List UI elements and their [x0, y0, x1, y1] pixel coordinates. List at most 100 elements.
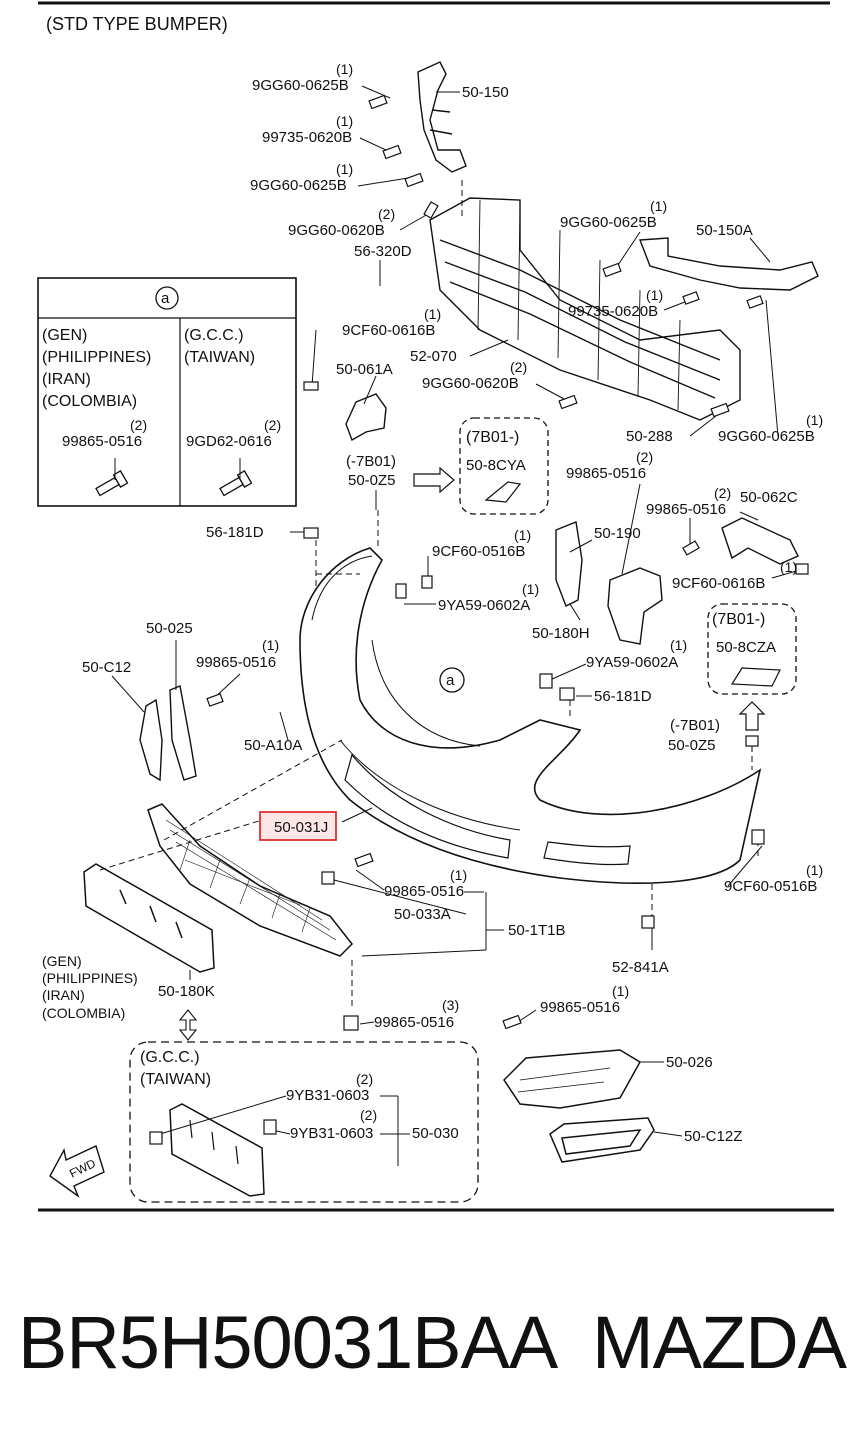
footer-brand: MAZDA [592, 1301, 847, 1384]
box-left-part: 99865-0516 [62, 433, 142, 450]
callout-part: 9GG60-0625B [252, 77, 349, 94]
bracket-50-150 [417, 61, 467, 173]
callout-qty: (1) [780, 559, 797, 575]
market-box-symbol: a [161, 290, 170, 307]
side-cover-50-C12 [139, 698, 163, 782]
callout-part: 56-320D [354, 243, 412, 260]
callout-part: 50-190 [594, 525, 641, 542]
callout-qty: (1) [514, 527, 531, 543]
gcc-market-gcc: (G.C.C.) [140, 1049, 200, 1066]
gcc-box: (G.C.C.) (TAIWAN) [129, 1041, 479, 1203]
callout-qty: (1) [522, 581, 539, 597]
callout-part: 50-0Z5 [668, 737, 716, 754]
callout-qty: (1) [612, 983, 629, 999]
callout-part: (-7B01) [670, 717, 720, 734]
callout-qty: (2) [714, 485, 731, 501]
callout-qty: (2) [378, 206, 395, 222]
callout-labels: (1) 9GG60-0625B 50-150 (1) 99735-0620B (… [82, 61, 823, 1145]
callout-qty: (1) [336, 161, 353, 177]
callout-part: 9GG60-0620B [288, 222, 385, 239]
callout-qty: (2) [636, 449, 653, 465]
callout-qty: (1) [670, 637, 687, 653]
callout-part: 56-181D [206, 524, 264, 541]
gen-note-gen: (GEN) [42, 953, 82, 969]
callout-part: 56-181D [594, 688, 652, 705]
callout-part: 99865-0516 [374, 1014, 454, 1031]
callout-part: 9GG60-0620B [422, 375, 519, 392]
fwd-arrow-icon: FWD [49, 1145, 105, 1198]
callout-part: 50-0Z5 [348, 472, 396, 489]
market-gen: (GEN) [42, 327, 87, 344]
box-right-part: 9GD62-0616 [186, 433, 272, 450]
double-arrow-icon [178, 1009, 198, 1041]
callout-part: 9YB31-0603 [286, 1087, 369, 1104]
callout-part: (-7B01) [346, 453, 396, 470]
callout-qty: (1) [806, 862, 823, 878]
callout-part: 9YB31-0603 [290, 1125, 373, 1142]
bracket-50-180H [555, 521, 583, 607]
gen-note-iran: (IRAN) [42, 987, 85, 1003]
callout-part: 9CF60-0616B [672, 575, 765, 592]
variant-top-header: (7B01-) [466, 429, 519, 446]
callout-part: 50-288 [626, 428, 673, 445]
market-taiwan: (TAIWAN) [184, 349, 255, 366]
callout-part: 9GG60-0625B [718, 428, 815, 445]
gcc-market-taiwan: (TAIWAN) [140, 1071, 211, 1088]
box-left-qty: (2) [130, 417, 147, 433]
callout-part-highlighted: 50-031J [274, 819, 328, 836]
variant-right-part: 50-8CZA [716, 639, 776, 656]
variant-top-part: 50-8CYA [466, 457, 526, 474]
callout-part: 9YA59-0602A [438, 597, 530, 614]
callout-part: 50-025 [146, 620, 193, 637]
bracket-50-190 [607, 567, 663, 645]
footer: BR5H50031BAA MAZDA [0, 1300, 864, 1390]
callout-qty: (1) [650, 198, 667, 214]
variant-right-header: (7B01-) [712, 611, 765, 628]
callout-part: 99735-0620B [262, 129, 352, 146]
leader-lines [111, 85, 801, 1166]
callout-part: 9CF60-0516B [724, 878, 817, 895]
callout-part: 50-C12Z [684, 1128, 742, 1145]
callout-qty: (2) [360, 1107, 377, 1123]
callout-qty: (3) [442, 997, 459, 1013]
callout-part: 50-A10A [244, 737, 302, 754]
callout-qty: (1) [450, 867, 467, 883]
arrow-up-icon [738, 701, 766, 731]
screw-icon [219, 470, 253, 497]
box-right-qty: (2) [264, 417, 281, 433]
callout-part: 99865-0516 [540, 999, 620, 1016]
gen-note-philippines: (PHILIPPINES) [42, 970, 138, 986]
footer-part-number: BR5H50031BAA [18, 1301, 558, 1384]
callout-part: 50-026 [666, 1054, 713, 1071]
arrow-icon [413, 466, 455, 494]
callout-qty: (1) [336, 61, 353, 77]
plate-bracket-50-180K [83, 863, 215, 973]
guide-lines [99, 180, 759, 1010]
screw-icon [95, 470, 129, 497]
callout-part: 9GG60-0625B [250, 177, 347, 194]
market-gcc: (G.C.C.) [184, 327, 244, 344]
callout-part: 50-062C [740, 489, 798, 506]
market-philippines: (PHILIPPINES) [42, 349, 151, 366]
callout-qty: (2) [510, 359, 527, 375]
gen-market-note: (GEN) (PHILIPPINES) (IRAN) (COLOMBIA) [42, 953, 138, 1021]
callout-part: 50-1T1B [508, 922, 566, 939]
reinforcement-52-070 [429, 197, 741, 421]
fog-lamp-50-026 [503, 1049, 642, 1109]
side-cover-50-025 [169, 685, 197, 781]
bracket-50-061A [345, 393, 387, 442]
callout-part: 50-030 [412, 1125, 459, 1142]
callout-part: 50-150 [462, 84, 509, 101]
callout-part: 9CF60-0516B [432, 543, 525, 560]
gen-note-colombia: (COLOMBIA) [42, 1005, 125, 1021]
market-colombia: (COLOMBIA) [42, 393, 137, 410]
bracket-50-062C [721, 517, 799, 565]
callout-qty: (1) [806, 412, 823, 428]
market-iran: (IRAN) [42, 371, 91, 388]
callout-part: 50-033A [394, 906, 451, 923]
callout-qty: (2) [356, 1071, 373, 1087]
highlighted-callout[interactable]: 50-031J [259, 811, 337, 841]
callout-part: 99865-0516 [196, 654, 276, 671]
callout-part: 50-061A [336, 361, 393, 378]
callout-part: 50-C12 [82, 659, 131, 676]
